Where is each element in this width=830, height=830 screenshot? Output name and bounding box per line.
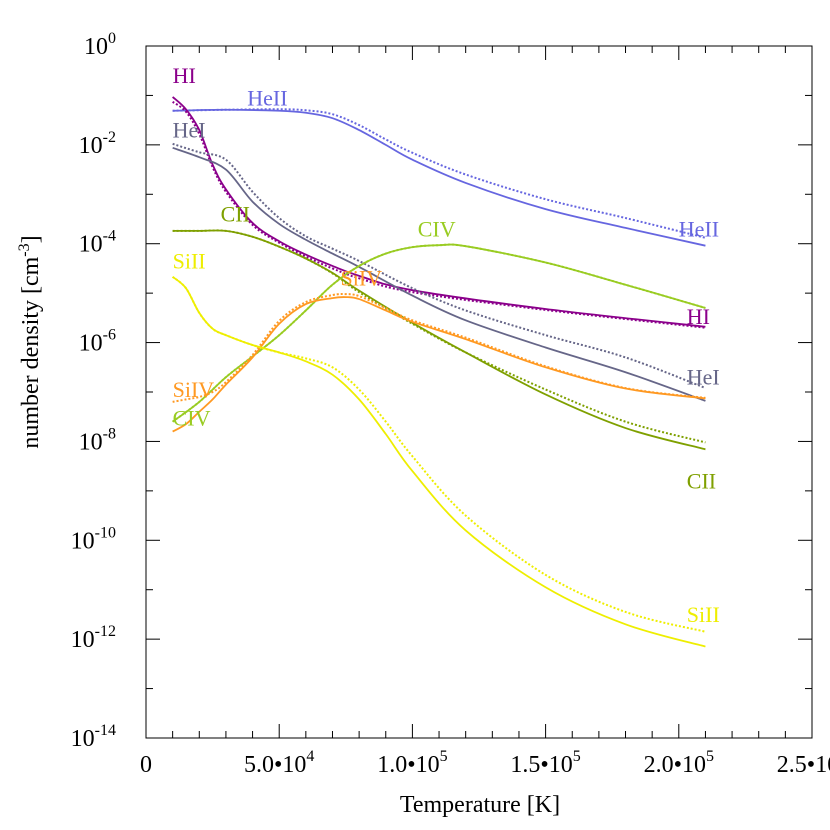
y-tick-label: 10-14 — [71, 722, 116, 752]
series-label-cii: CII — [221, 201, 250, 226]
series-label-heii: HeII — [679, 216, 719, 241]
tick-labels: 05.0•1041.0•1051.5•1052.0•1052.5•1051001… — [71, 30, 830, 778]
series-siiv-dotted-line — [172, 293, 706, 403]
series-label-hei: HeI — [687, 365, 720, 390]
series-heii-dotted-line — [172, 108, 706, 239]
series-label-siii: SiII — [687, 602, 720, 627]
y-tick-label: 100 — [84, 30, 116, 60]
y-tick-base: 10 — [71, 627, 95, 653]
x-tick-label: 5.0•104 — [244, 748, 314, 778]
series-label-heii: HeII — [247, 85, 287, 110]
y-tick-exponent: 0 — [108, 30, 116, 47]
y-axis-title-close: ] — [18, 235, 44, 243]
x-axis-title: Temperature [K] — [400, 792, 560, 818]
y-tick-exponent: -14 — [95, 722, 116, 739]
plot-frame — [145, 45, 813, 739]
series-labels: HI HeII HeI CII CIV SiII SiIV HeII HI HeI SiIV CIV C… — [173, 63, 720, 627]
x-tick-mantissa: 2.0•10 — [644, 752, 706, 778]
x-tick-mantissa: 1.0•10 — [377, 752, 439, 778]
y-tick-exponent: -8 — [103, 425, 116, 442]
series-label-cii: CII — [687, 468, 716, 493]
series-siii-dotted-line — [171, 276, 706, 633]
y-axis-title-main: number density [cm — [18, 256, 44, 448]
y-tick-exponent: -10 — [95, 524, 116, 541]
series-siiv-line — [172, 296, 706, 433]
x-tick-label: 2.5•105 — [777, 748, 830, 778]
series-label-siiv: SiIV — [173, 377, 215, 402]
y-tick-label: 10-8 — [79, 425, 116, 455]
axis-ticks — [145, 45, 813, 739]
series-label-civ: CIV — [418, 216, 456, 241]
series-siii-line — [172, 276, 706, 648]
x-tick-label: 0 — [140, 752, 152, 778]
series-civ-line — [172, 243, 706, 423]
series-layer — [171, 96, 706, 648]
y-tick-label: 10-4 — [79, 228, 116, 258]
y-tick-base: 10 — [79, 232, 103, 258]
y-tick-label: 10-2 — [79, 129, 116, 159]
series-label-civ: CIV — [173, 406, 211, 431]
y-tick-exponent: -4 — [103, 228, 116, 245]
y-tick-exponent: -2 — [103, 129, 116, 146]
series-cii-dotted-line — [172, 229, 706, 444]
y-tick-exponent: -12 — [95, 623, 116, 640]
x-tick-mantissa: 1.5•10 — [510, 752, 572, 778]
x-tick-label: 1.0•105 — [377, 748, 447, 778]
x-tick-label: 2.0•105 — [644, 748, 714, 778]
x-tick-exponent: 5 — [573, 748, 581, 765]
series-heii-line — [172, 108, 706, 247]
x-tick-mantissa: 2.5•10 — [777, 752, 830, 778]
series-hei-dotted-line — [172, 142, 706, 389]
x-tick-label: 1.5•105 — [510, 748, 580, 778]
x-tick-exponent: 5 — [706, 748, 714, 765]
y-tick-base: 10 — [84, 34, 108, 60]
series-hi-dotted-line — [172, 101, 706, 329]
y-tick-label: 10-6 — [79, 327, 116, 357]
series-label-siii: SiII — [173, 248, 206, 273]
series-hei-line — [172, 146, 706, 402]
x-tick-exponent: 4 — [306, 748, 314, 765]
y-tick-label: 10-10 — [71, 524, 116, 554]
y-tick-base: 10 — [71, 726, 95, 752]
series-label-siiv: SiIV — [340, 266, 382, 291]
series-label-hei: HeI — [173, 117, 206, 142]
x-tick-mantissa: 5.0•10 — [244, 752, 306, 778]
series-label-hi: HI — [173, 63, 196, 88]
y-axis-title-sup: -3 — [16, 243, 33, 256]
series-label-hi: HI — [687, 304, 710, 329]
y-tick-base: 10 — [79, 429, 103, 455]
x-tick-exponent: 5 — [440, 748, 448, 765]
y-tick-label: 10-12 — [71, 623, 116, 653]
series-hi-line — [172, 96, 706, 328]
series-cii-line — [172, 229, 706, 451]
y-tick-exponent: -6 — [103, 327, 116, 344]
x-tick-mantissa: 0 — [140, 752, 152, 778]
y-axis-title: number density [cm-3] — [16, 235, 44, 448]
y-tick-base: 10 — [79, 133, 103, 159]
y-tick-base: 10 — [71, 528, 95, 554]
y-tick-base: 10 — [79, 331, 103, 357]
series-civ-dotted-line — [172, 243, 706, 423]
